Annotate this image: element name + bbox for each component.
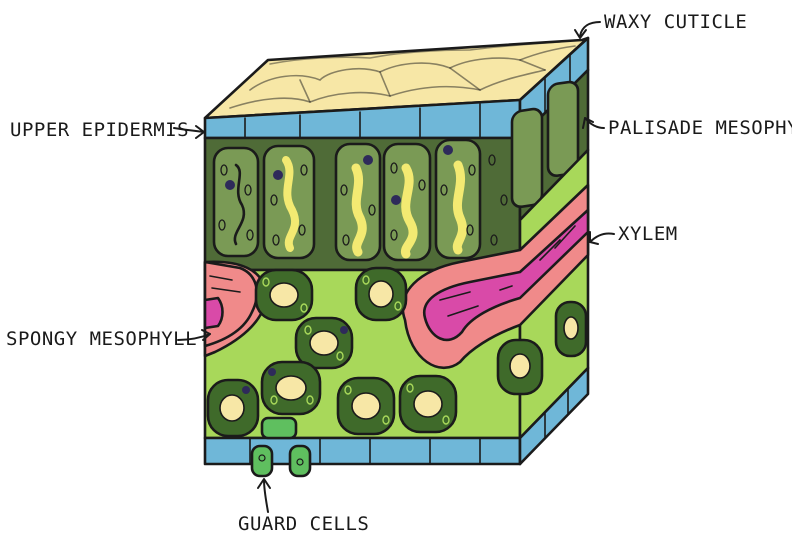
palisade-cell-side: [548, 81, 578, 177]
spongy-cell: [262, 362, 320, 414]
guard-cells-label: GUARD CELLS: [238, 513, 369, 535]
label-waxy-cuticle: WAXY CUTICLE: [575, 11, 747, 38]
spongy-cell: [498, 340, 542, 394]
spongy-cell: [296, 318, 352, 368]
palisade-cell: [336, 144, 380, 260]
spongy-mesophyll-label: SPONGY MESOPHYLL: [6, 328, 197, 350]
palisade-cell: [384, 144, 430, 260]
palisade-mesophyll-label: PALISADE MESOPHYLL: [608, 117, 792, 139]
label-spongy-mesophyll: SPONGY MESOPHYLL: [6, 328, 210, 350]
label-palisade-mesophyll: PALISADE MESOPHYLL: [583, 117, 792, 139]
spongy-cell: [208, 380, 258, 436]
label-xylem: XYLEM: [590, 223, 678, 245]
xylem-arrow: [590, 233, 614, 242]
label-upper-epidermis: UPPER EPIDERMIS: [10, 119, 204, 141]
spongy-cell: [556, 302, 586, 356]
spongy-cell: [356, 268, 406, 320]
palisade-cell-side: [512, 108, 542, 208]
upper-epidermis-label: UPPER EPIDERMIS: [10, 119, 189, 141]
xylem-label: XYLEM: [618, 223, 678, 245]
palisade-cell: [436, 140, 480, 258]
waxy-cuticle-label: WAXY CUTICLE: [604, 11, 747, 33]
label-guard-cells: GUARD CELLS: [238, 479, 369, 535]
